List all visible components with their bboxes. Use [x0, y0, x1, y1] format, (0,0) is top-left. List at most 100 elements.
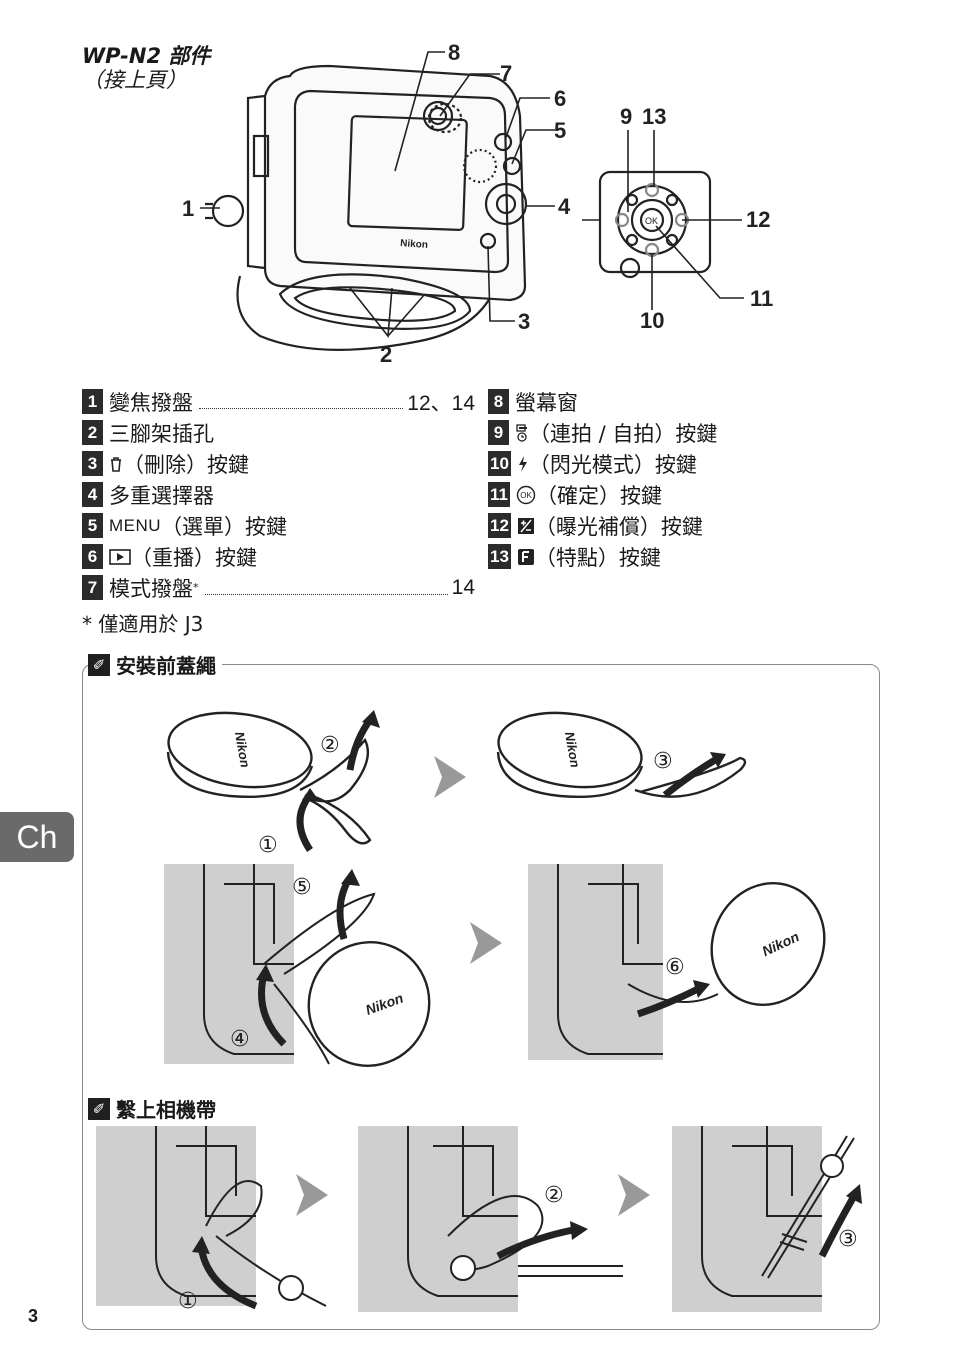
- dot-leader: [204, 580, 448, 595]
- heading-subtitle: （接上頁）: [82, 68, 187, 92]
- arrow-right-icon: [618, 1174, 650, 1216]
- arrow-right-icon: [296, 1174, 328, 1216]
- callout-4: 4: [558, 194, 571, 219]
- housing-rear-diagram: Nikon 8 7 6 5 4 3 1 2: [182, 40, 571, 367]
- dot-leader: [199, 394, 404, 409]
- menu-glyph: MENU: [109, 515, 162, 535]
- camera-strap-step-1: ①: [96, 1126, 327, 1314]
- page-number: 3: [28, 1306, 39, 1326]
- list-item: 2 三腳架插孔: [82, 417, 475, 448]
- camera-strap-step-3: ③: [672, 1126, 862, 1312]
- lens-cap-step-1-2: Nikon ② ①: [166, 710, 380, 858]
- item-label: （曝光補償）按鍵: [534, 514, 703, 539]
- page-heading: WP-N2 部件 （接上頁）: [82, 44, 210, 92]
- footnote-mark: *: [193, 581, 199, 594]
- callout-10: 10: [640, 308, 664, 333]
- item-label: （重播）按鍵: [131, 545, 257, 570]
- item-number: 8: [488, 389, 509, 414]
- item-label: 三腳架插孔: [109, 421, 214, 446]
- item-page: 14: [451, 575, 475, 599]
- ok-label: OK: [645, 216, 658, 226]
- step-5: ⑤: [292, 875, 312, 900]
- housing-logo: Nikon: [400, 238, 428, 251]
- step-1: ①: [178, 1289, 198, 1314]
- heading-title: WP-N2 部件: [82, 44, 211, 68]
- step-2: ②: [544, 1183, 564, 1208]
- exposure-icon: [517, 517, 534, 534]
- step-3: ③: [653, 749, 673, 774]
- arrow-right-icon: [470, 922, 502, 964]
- notes-box: [82, 664, 880, 1330]
- pencil-note-icon: ✐: [88, 1097, 110, 1120]
- list-item: 6 （重播）按鍵: [82, 541, 475, 572]
- item-number: 9: [488, 420, 509, 445]
- list-item: 7 模式撥盤 * 14: [82, 572, 475, 603]
- step-1: ①: [258, 833, 278, 858]
- multi-selector-diagram: OK 9 13 12 11 10: [582, 104, 773, 333]
- cap-logo: Nikon: [232, 731, 253, 769]
- section2-title: 繫上相機帶: [116, 1098, 216, 1122]
- callout-1: 1: [182, 196, 194, 221]
- section1-title: 安裝前蓋繩: [116, 654, 216, 678]
- list-item: 8 螢幕窗: [488, 386, 788, 417]
- item-number: 10: [488, 451, 511, 476]
- play-icon: [109, 548, 131, 565]
- item-label: （閃光模式）按鍵: [528, 452, 697, 477]
- cap-logo: Nikon: [562, 731, 583, 769]
- list-item: 1 變焦撥盤 12、14: [82, 386, 475, 417]
- item-page: 12、14: [407, 391, 475, 415]
- item-label: 多重選擇器: [109, 483, 214, 508]
- item-number: 2: [82, 420, 103, 445]
- item-number: 5: [82, 513, 103, 538]
- item-label: （刪除）按鍵: [123, 452, 249, 477]
- list-item: 13 （特點）按鍵: [488, 541, 788, 572]
- item-number: 6: [82, 544, 103, 569]
- list-item: 3 （刪除）按鍵: [82, 448, 475, 479]
- trash-icon: [111, 456, 121, 472]
- callout-7: 7: [500, 61, 512, 86]
- list-item: 4 多重選擇器: [82, 479, 475, 510]
- item-number: 7: [82, 575, 103, 600]
- callout-12: 12: [746, 207, 770, 232]
- item-label: （確定）按鍵: [535, 483, 662, 508]
- svg-text:OK: OK: [520, 491, 532, 500]
- item-number: 12: [488, 513, 511, 538]
- lens-cap-step-3: Nikon ③: [496, 711, 747, 798]
- lens-cap-step-6: Nikon ⑥: [528, 864, 826, 1060]
- callout-6: 6: [554, 86, 566, 111]
- lens-cap-step-4-5: Nikon ⑤ ④: [164, 864, 431, 1067]
- list-item: 12 （曝光補償）按鍵: [488, 510, 788, 541]
- item-label: 模式撥盤: [109, 576, 193, 601]
- step-3: ③: [838, 1227, 858, 1252]
- list-item: 5 MENU （選單）按鍵: [82, 510, 475, 541]
- step-6: ⑥: [665, 955, 685, 980]
- item-label: 變焦撥盤: [109, 390, 193, 415]
- item-number: 1: [82, 389, 103, 414]
- item-label: 螢幕窗: [515, 390, 578, 415]
- arrow-right-icon: [434, 756, 466, 798]
- step-2: ②: [320, 733, 340, 758]
- footnote: * 僅適用於 J3: [82, 612, 204, 636]
- list-item: 10 （閃光模式）按鍵: [488, 448, 788, 479]
- ok-icon: OK: [516, 485, 536, 504]
- callout-2: 2: [380, 342, 392, 367]
- list-item: 11 OK （確定）按鍵: [488, 479, 788, 510]
- pencil-note-icon: ✐: [88, 653, 110, 676]
- feature-icon: [517, 548, 534, 565]
- parts-list-right: 8 螢幕窗 9 （連拍 / 自拍）按鍵 10 （閃光模式）按鍵 11 OK （確…: [488, 386, 788, 572]
- list-item: 9 （連拍 / 自拍）按鍵: [488, 417, 788, 448]
- section-title-lens-cap-strap: ✐ 安裝前蓋繩: [88, 650, 222, 679]
- item-number: 3: [82, 451, 103, 476]
- callout-11: 11: [750, 286, 773, 311]
- callout-9: 9: [620, 104, 632, 129]
- camera-strap-step-2: ②: [358, 1126, 623, 1312]
- callout-3: 3: [518, 309, 530, 334]
- item-number: 11: [488, 482, 510, 507]
- callout-13: 13: [642, 104, 666, 129]
- callout-8: 8: [448, 40, 460, 65]
- item-label: （選單）按鍵: [161, 514, 288, 539]
- item-number: 13: [488, 544, 511, 569]
- parts-list-left: 1 變焦撥盤 12、14 2 三腳架插孔 3 （刪除）按鍵 4 多重選擇器 5 …: [82, 386, 475, 603]
- chapter-tab: Ch: [0, 812, 74, 862]
- step-4: ④: [230, 1027, 250, 1052]
